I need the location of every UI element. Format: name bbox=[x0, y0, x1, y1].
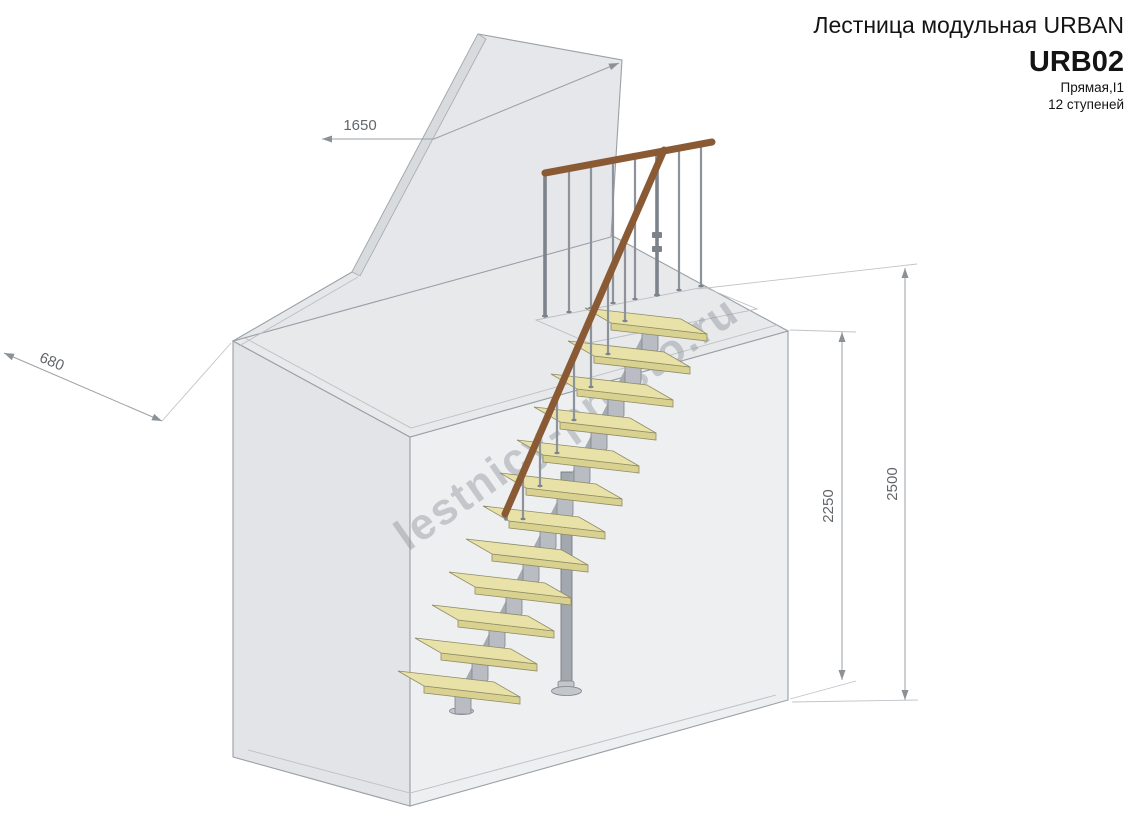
pole-base-flange bbox=[551, 686, 582, 696]
dimension-extension bbox=[789, 329, 857, 333]
baluster-foot bbox=[537, 484, 543, 488]
dimension-arrow bbox=[608, 63, 619, 70]
dimension-arrow bbox=[838, 332, 846, 342]
step bbox=[516, 439, 640, 474]
step bbox=[482, 505, 606, 540]
dimension-label-2250: 2250 bbox=[820, 489, 837, 522]
step bbox=[465, 538, 589, 573]
step bbox=[550, 373, 674, 408]
step bbox=[414, 637, 538, 672]
dimension-arrow bbox=[838, 670, 846, 680]
baluster-foot bbox=[632, 297, 638, 301]
step-tread-top bbox=[516, 439, 640, 467]
dimension-line bbox=[3, 352, 163, 422]
dimension-2500: 2500 bbox=[697, 263, 919, 703]
wall-top-thickness bbox=[351, 33, 487, 277]
dimension-arrow bbox=[4, 353, 15, 361]
dimension-label-680: 680 bbox=[37, 349, 67, 374]
step bbox=[567, 340, 691, 375]
dimension-680: 680 bbox=[3, 342, 232, 422]
stair-type: Прямая,I1 bbox=[1061, 80, 1124, 95]
baluster-foot bbox=[571, 418, 577, 422]
baluster-foot bbox=[554, 451, 560, 455]
baluster-foot bbox=[676, 288, 682, 292]
step-tread-top bbox=[499, 472, 623, 500]
baluster-foot bbox=[588, 385, 594, 389]
sloped-wall bbox=[232, 33, 623, 342]
step-tread-top bbox=[448, 571, 572, 599]
steps bbox=[397, 307, 708, 705]
wall-base-inner-line bbox=[238, 276, 359, 347]
stair-opening bbox=[534, 286, 759, 344]
dimension-arrow bbox=[151, 413, 162, 421]
post-bracket bbox=[652, 246, 662, 252]
baluster-foot bbox=[605, 352, 611, 356]
product-line-title: Лестница модульная URBAN bbox=[813, 12, 1124, 38]
dimensions: 1650 680 2250 2500 bbox=[3, 62, 919, 703]
step-tread-top bbox=[550, 373, 674, 401]
floor-inner-line bbox=[247, 694, 777, 794]
step-tread-top bbox=[397, 670, 521, 698]
steps-count: 12 ступеней bbox=[1048, 97, 1124, 112]
baluster-foot bbox=[566, 310, 572, 314]
landing-handrail bbox=[541, 138, 716, 177]
baluster-foot bbox=[653, 293, 661, 297]
dimension-line bbox=[322, 62, 620, 140]
step bbox=[431, 604, 555, 639]
step bbox=[397, 670, 521, 705]
dimension-label-1650: 1650 bbox=[343, 117, 376, 134]
baluster-foot bbox=[622, 319, 628, 323]
dimension-extension bbox=[161, 342, 232, 422]
baluster-foot bbox=[698, 284, 704, 288]
title-block: Лестница модульная URBAN URB02 Прямая,I1… bbox=[813, 12, 1124, 112]
post-bracket bbox=[652, 232, 662, 238]
model-code: URB02 bbox=[1029, 46, 1124, 78]
dimension-extension bbox=[791, 699, 919, 703]
baluster-foot bbox=[610, 301, 616, 305]
baluster-foot bbox=[541, 314, 549, 318]
railing bbox=[501, 138, 716, 521]
center-pole bbox=[551, 471, 582, 696]
dimension-arrow bbox=[322, 135, 332, 143]
step-tread-top bbox=[465, 538, 589, 566]
staircase bbox=[397, 307, 708, 715]
step bbox=[533, 406, 657, 441]
baluster-foot bbox=[520, 517, 526, 521]
dimension-2250: 2250 bbox=[789, 329, 857, 700]
dimension-label-2500: 2500 bbox=[884, 467, 901, 500]
step bbox=[448, 571, 572, 606]
step-tread-top bbox=[482, 505, 606, 533]
dimension-arrow bbox=[901, 690, 909, 700]
dimension-extension bbox=[697, 263, 918, 290]
step-tread-top bbox=[533, 406, 657, 434]
step-tread-top bbox=[414, 637, 538, 665]
room bbox=[231, 33, 790, 807]
stair-handrail bbox=[501, 146, 668, 518]
dimension-arrow bbox=[901, 268, 909, 278]
step bbox=[499, 472, 623, 507]
step-tread-top bbox=[431, 604, 555, 632]
dimension-extension bbox=[789, 680, 857, 700]
dimension-1650: 1650 bbox=[322, 62, 620, 143]
